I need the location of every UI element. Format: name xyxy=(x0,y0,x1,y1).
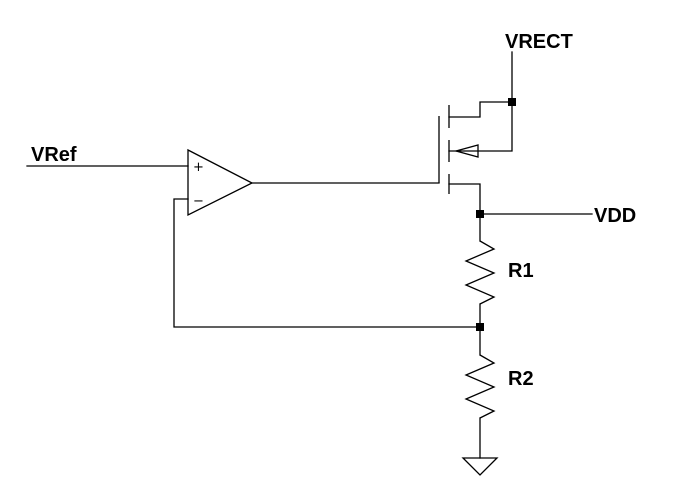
op-amp-plus-sign: + xyxy=(193,160,204,175)
label-vrect: VRECT xyxy=(505,31,573,53)
label-vref: VRef xyxy=(31,144,77,166)
wire-feedback xyxy=(173,198,481,328)
ground-symbol xyxy=(461,457,499,476)
resistor-r1 xyxy=(464,240,496,305)
junction-feedback xyxy=(476,323,484,331)
label-r1: R1 xyxy=(508,260,534,282)
mosfet-drain-lead xyxy=(448,183,481,215)
junction-vdd xyxy=(476,210,484,218)
op-amp-body xyxy=(187,148,254,217)
mosfet-body-arrow xyxy=(453,144,479,158)
label-vdd: VDD xyxy=(594,205,636,227)
op-amp-minus-sign: − xyxy=(193,194,204,209)
junction-vrect xyxy=(508,98,516,106)
label-r2: R2 xyxy=(508,368,534,390)
mosfet-source-lead xyxy=(448,101,513,118)
op-amp: + − xyxy=(187,148,254,217)
mosfet-body-lead xyxy=(448,101,513,152)
resistor-r2 xyxy=(464,354,496,419)
pmos-transistor xyxy=(438,101,513,215)
